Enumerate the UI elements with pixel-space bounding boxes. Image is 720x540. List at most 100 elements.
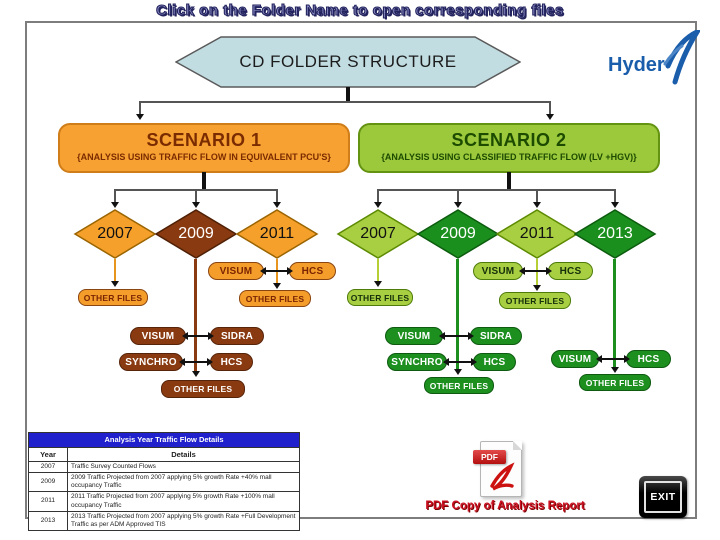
pill-s1-2009-other-files[interactable]: OTHER FILES: [161, 380, 245, 398]
arrowhead-icon: [454, 369, 462, 375]
double-arrow-icon: [260, 267, 293, 274]
acrobat-swirl-icon: [490, 462, 515, 491]
pdf-caption-link[interactable]: PDF Copy of Analysis Report: [425, 500, 585, 512]
pill-s2-2013-visum[interactable]: VISUM: [551, 350, 599, 368]
pill-s2-2009-hcs[interactable]: HCS: [473, 353, 516, 371]
root-label: CD FOLDER STRUCTURE: [239, 52, 457, 71]
pill-s1-2009-sidra[interactable]: SIDRA: [210, 327, 264, 345]
connector-line: [507, 172, 511, 190]
pill-label: HCS: [301, 265, 324, 277]
pill-s2-2013-other-files[interactable]: OTHER FILES: [579, 374, 651, 391]
pill-label: HCS: [637, 353, 660, 365]
connector-line: [276, 189, 278, 202]
branch-line: [194, 259, 197, 373]
pill-s1-2009-visum[interactable]: VISUM: [130, 327, 186, 345]
branch-line: [377, 259, 379, 283]
pill-s1-2011-other-files[interactable]: OTHER FILES: [239, 290, 311, 307]
scenario2-subtitle: {ANALYSIS USING CLASSIFIED TRAFFIC FLOW …: [381, 152, 637, 162]
pill-s2-2009-other-files[interactable]: OTHER FILES: [424, 377, 494, 394]
branch-line: [276, 259, 278, 285]
year-label: 2013: [597, 225, 633, 242]
pill-s1-2007-other-files[interactable]: OTHER FILES: [78, 289, 148, 306]
arrowhead-icon: [374, 281, 382, 287]
pill-label: SYNCHRO: [125, 356, 177, 368]
year-diamond-s1-2007[interactable]: 2007: [73, 209, 157, 259]
arrowhead-icon: [533, 285, 541, 291]
branch-line: [456, 259, 459, 371]
page-title: Click on the Folder Name to open corresp…: [156, 1, 564, 19]
year-diamond-s2-2013[interactable]: 2013: [573, 209, 657, 259]
table-row: 2011 2011 Traffic Projected from 2007 ap…: [28, 491, 300, 512]
arrowhead-icon: [111, 281, 119, 287]
pill-s2-2007-other-files[interactable]: OTHER FILES: [347, 289, 413, 306]
pill-s1-2011-visum[interactable]: VISUM: [208, 262, 264, 280]
connector-line: [195, 189, 197, 202]
pill-s2-2011-other-files[interactable]: OTHER FILES: [499, 292, 571, 309]
scenario2-folder[interactable]: SCENARIO 2 {ANALYSIS USING CLASSIFIED TR…: [358, 123, 660, 173]
connector-line: [139, 101, 141, 114]
pill-label: SIDRA: [479, 330, 513, 342]
pill-s2-2009-synchro[interactable]: SYNCHRO: [387, 353, 447, 371]
exit-button-inner: EXIT: [644, 481, 682, 513]
cd-folder-structure-node[interactable]: CD FOLDER STRUCTURE: [175, 36, 521, 88]
pill-s2-2013-hcs[interactable]: HCS: [626, 350, 671, 368]
branch-line: [613, 259, 616, 369]
arrowhead-icon: [192, 202, 200, 208]
year-label: 2009: [178, 225, 214, 242]
exit-button[interactable]: EXIT: [639, 476, 687, 518]
branch-line: [114, 259, 116, 283]
pill-s2-2011-hcs[interactable]: HCS: [548, 262, 593, 280]
arrowhead-icon: [111, 202, 119, 208]
pill-s2-2011-visum[interactable]: VISUM: [473, 262, 523, 280]
connector-line: [140, 101, 550, 103]
arrowhead-icon: [546, 114, 554, 120]
pill-s1-2009-synchro[interactable]: SYNCHRO: [119, 353, 183, 371]
double-arrow-icon: [443, 358, 477, 365]
pdf-file-icon[interactable]: PDF: [473, 441, 523, 499]
year-label: 2009: [440, 225, 476, 242]
hyder-logo-text: Hyder: [608, 54, 665, 76]
scenario2-title: SCENARIO 2: [451, 130, 567, 150]
connector-line: [457, 189, 459, 202]
year-diamond-s2-2007[interactable]: 2007: [336, 209, 420, 259]
table-row: 2007 Traffic Survey Counted Flows: [28, 460, 300, 474]
col-header-details: Details: [67, 447, 300, 462]
arrowhead-icon: [374, 202, 382, 208]
scenario1-folder[interactable]: SCENARIO 1 {ANALYSIS USING TRAFFIC FLOW …: [58, 123, 350, 173]
year-label: 2007: [97, 225, 133, 242]
scenario1-subtitle: {ANALYSIS USING TRAFFIC FLOW IN EQUIVALE…: [77, 152, 331, 162]
double-arrow-icon: [182, 332, 214, 339]
hyder-logo: Hyder: [604, 30, 700, 88]
pill-label: OTHER FILES: [505, 295, 565, 306]
exit-label: EXIT: [650, 491, 676, 503]
year-diamond-s1-2009[interactable]: 2009: [154, 209, 238, 259]
pill-label: OTHER FILES: [173, 384, 233, 394]
pill-label: OTHER FILES: [245, 293, 305, 304]
pill-s2-2009-visum[interactable]: VISUM: [385, 327, 443, 345]
hexagon-shape-icon: [175, 36, 521, 88]
analysis-year-table: Analysis Year Traffic Flow Details Year …: [28, 432, 300, 531]
pill-label: SIDRA: [220, 330, 254, 342]
pill-s1-2009-hcs[interactable]: HCS: [210, 353, 253, 371]
year-diamond-s1-2011[interactable]: 2011: [235, 209, 319, 259]
year-diamond-s2-2011[interactable]: 2011: [495, 209, 579, 259]
pill-label: VISUM: [219, 265, 253, 277]
year-label: 2007: [360, 225, 396, 242]
pill-s1-2011-hcs[interactable]: HCS: [289, 262, 336, 280]
year-label: 2011: [519, 225, 555, 242]
pill-label: OTHER FILES: [350, 292, 410, 303]
hyder-swoosh-icon: [663, 30, 700, 85]
double-arrow-icon: [439, 332, 474, 339]
connector-line: [377, 189, 379, 202]
connector-line: [536, 189, 538, 202]
year-diamond-s2-2009[interactable]: 2009: [416, 209, 500, 259]
connector-line: [614, 189, 616, 202]
connector-line: [549, 101, 551, 114]
branch-line: [536, 259, 538, 287]
double-arrow-icon: [596, 355, 630, 362]
pill-s2-2009-sidra[interactable]: SIDRA: [470, 327, 522, 345]
arrowhead-icon: [273, 202, 281, 208]
table-row: 2013 2013 Traffic Projected from 2007 ap…: [28, 510, 300, 531]
arrowhead-icon: [454, 202, 462, 208]
